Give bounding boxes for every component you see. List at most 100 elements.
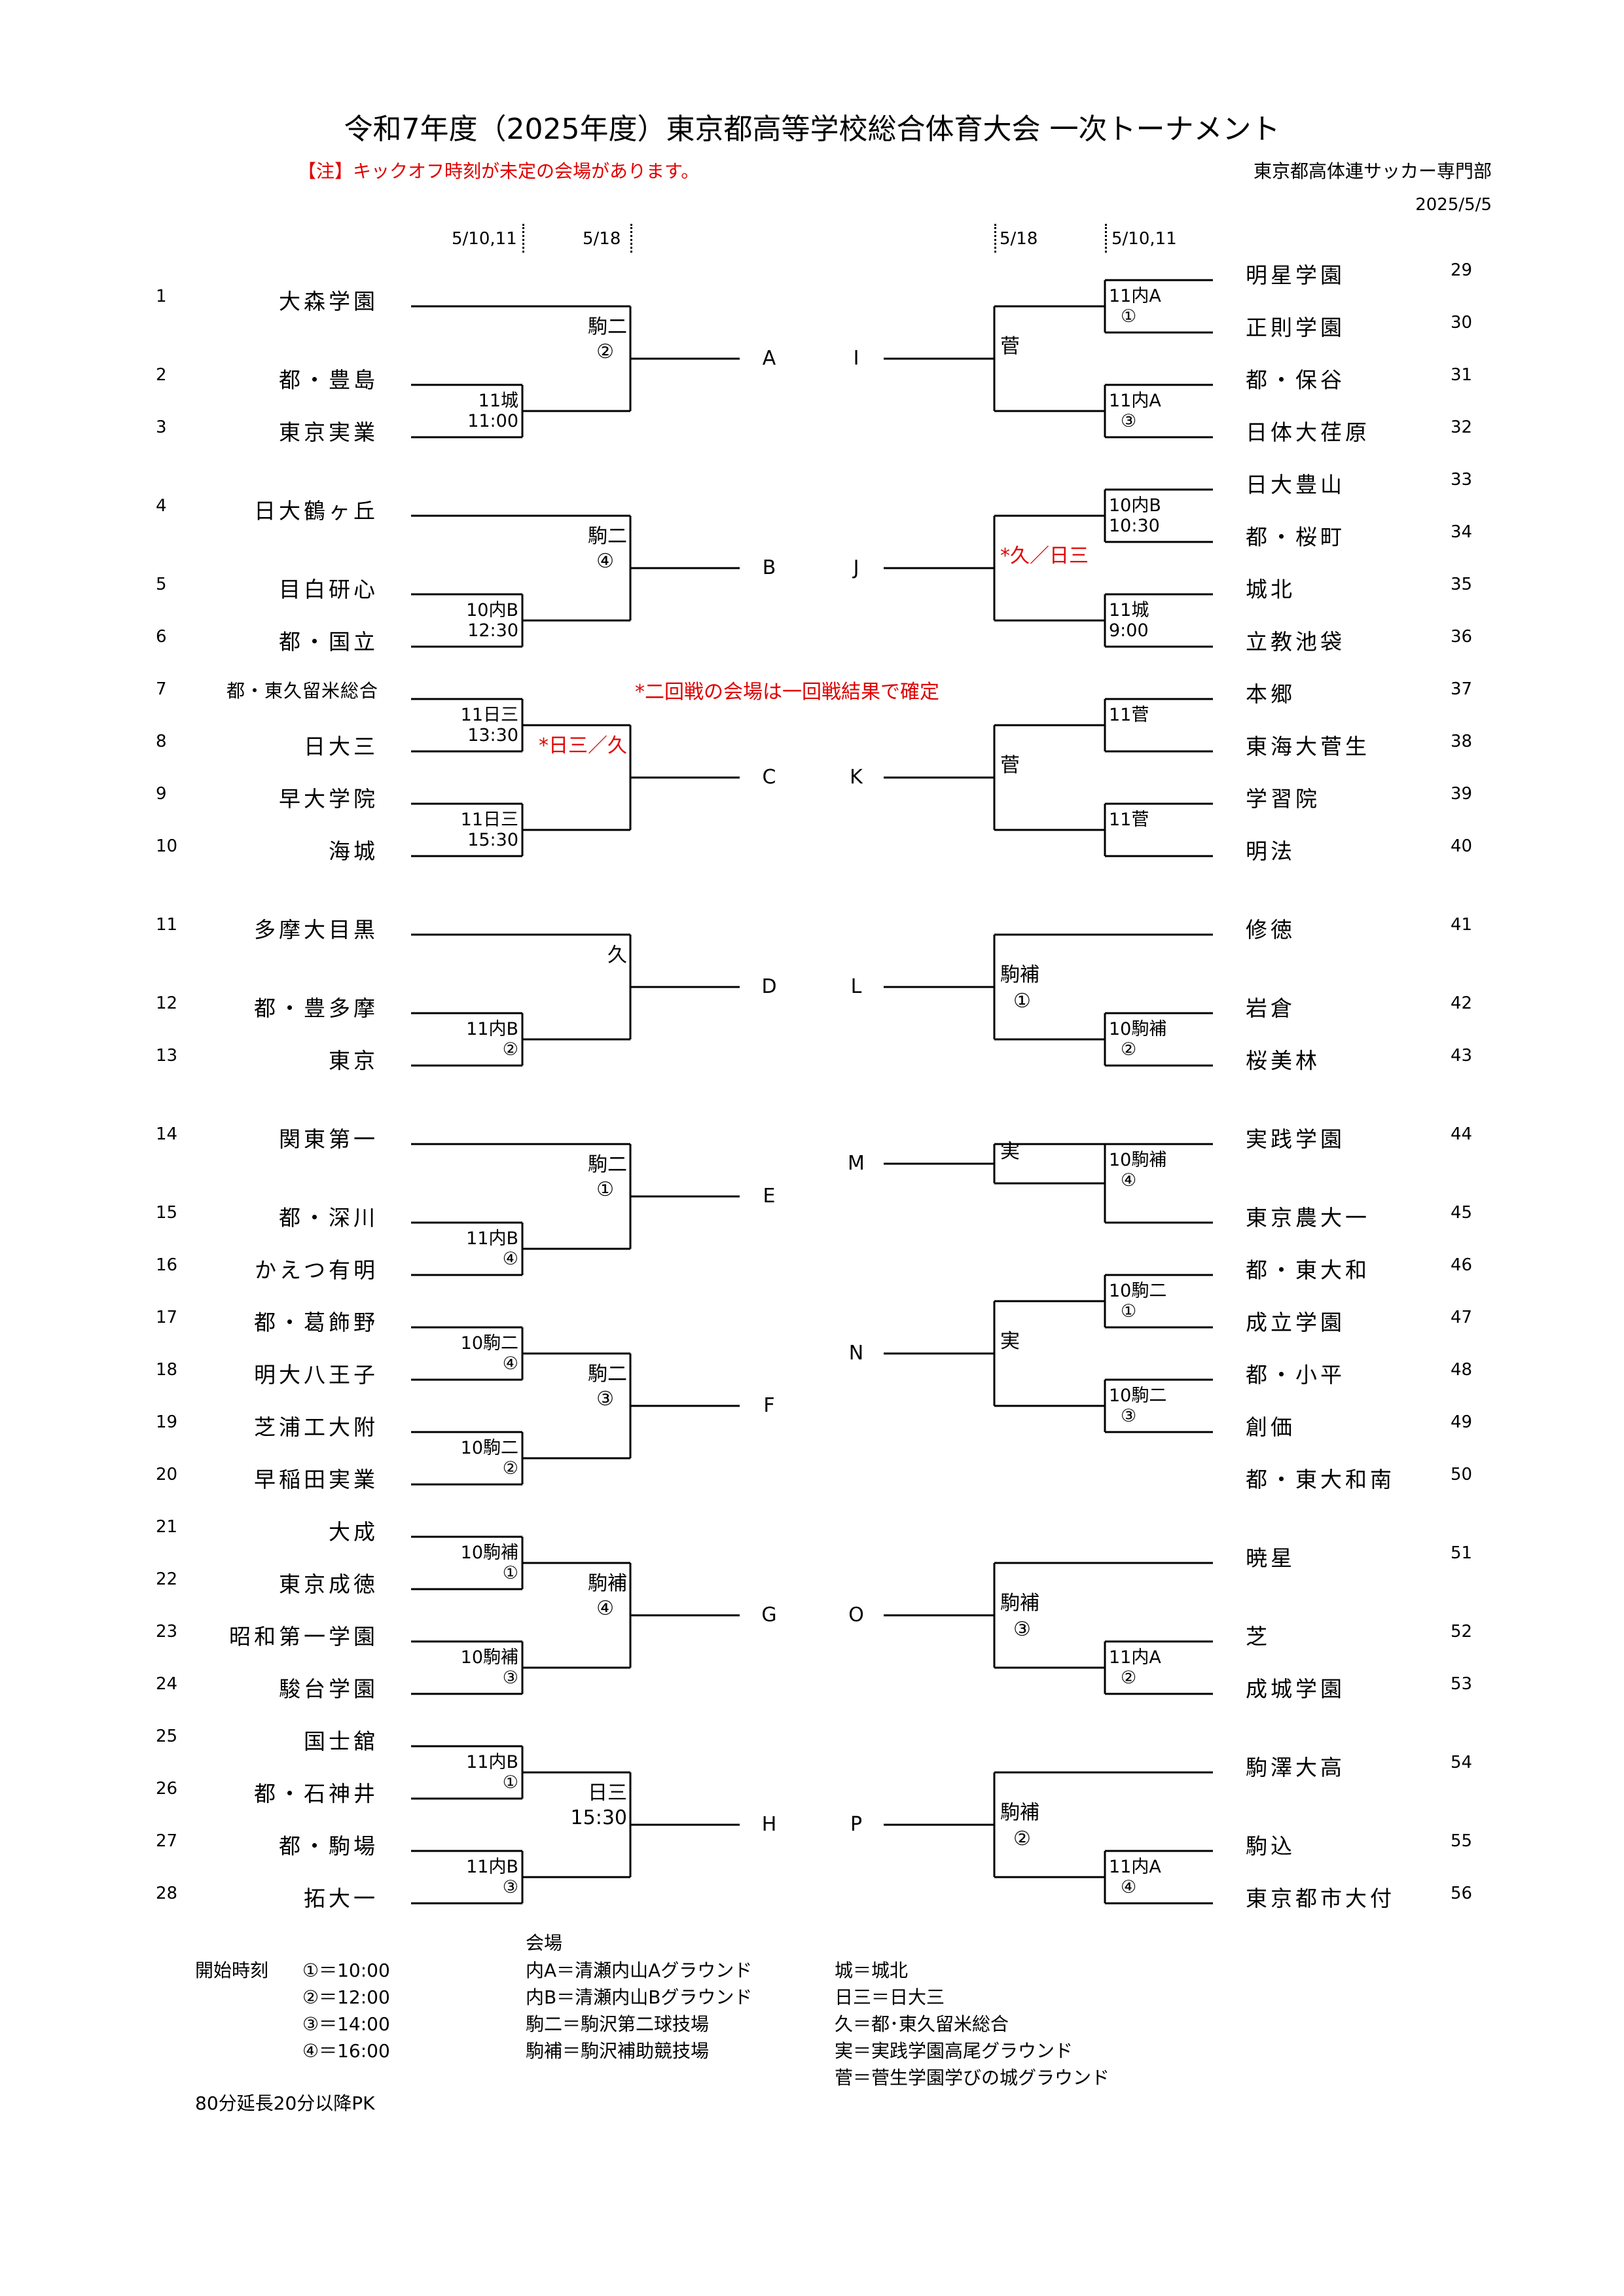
team-name: 成立学園 bbox=[1246, 1310, 1345, 1335]
team-number: 14 bbox=[156, 1124, 178, 1144]
date-divider bbox=[994, 224, 996, 253]
team-name: かえつ有明 bbox=[254, 1257, 378, 1283]
team-number: 35 bbox=[1451, 575, 1473, 594]
second-round-venue: 駒二 bbox=[588, 315, 627, 338]
block-letter: P bbox=[850, 1813, 863, 1836]
round1-date-left: 5/10,11 bbox=[452, 229, 517, 249]
first-round-venue: 11菅 bbox=[1109, 705, 1149, 725]
venue-item: 城＝城北 bbox=[835, 1960, 909, 1981]
first-round-venue: 10駒補 bbox=[1109, 1150, 1167, 1170]
team-number: 24 bbox=[156, 1674, 178, 1694]
first-round-time: 12:30 bbox=[467, 620, 518, 641]
venue-item: 内A＝清瀬内山Aグラウンド bbox=[526, 1960, 753, 1981]
team-name: 日大鶴ヶ丘 bbox=[254, 498, 378, 524]
team-number: 43 bbox=[1451, 1046, 1473, 1066]
team-number: 17 bbox=[156, 1308, 178, 1327]
team-name: 成城学園 bbox=[1246, 1676, 1345, 1702]
team-name: 日大豊山 bbox=[1246, 472, 1345, 497]
block-letter: N bbox=[848, 1342, 864, 1365]
second-round-venue: 駒二 bbox=[588, 525, 627, 548]
kickoff-note: 【注】キックオフ時刻が未定の会場があります。 bbox=[298, 160, 700, 182]
second-round-time: 15:30 bbox=[570, 1806, 627, 1829]
first-round-time: ② bbox=[502, 1039, 518, 1060]
team-number: 28 bbox=[156, 1884, 178, 1903]
team-number: 33 bbox=[1451, 470, 1473, 490]
team-name: 都・葛飾野 bbox=[254, 1310, 378, 1335]
team-number: 34 bbox=[1451, 522, 1473, 542]
time-1: ①＝10:00 bbox=[302, 1960, 390, 1981]
team-name: 駒込 bbox=[1246, 1833, 1295, 1859]
team-name: 暁星 bbox=[1246, 1545, 1295, 1571]
team-number: 18 bbox=[156, 1360, 178, 1380]
first-round-venue: 10内B bbox=[1109, 495, 1161, 516]
time-3: ③＝14:00 bbox=[302, 2013, 390, 2035]
team-number: 51 bbox=[1451, 1543, 1473, 1563]
team-number: 38 bbox=[1451, 732, 1473, 751]
team-name: 本郷 bbox=[1246, 681, 1295, 707]
team-number: 53 bbox=[1451, 1674, 1473, 1694]
first-round-time: ① bbox=[1121, 1301, 1137, 1321]
team-name: 岩倉 bbox=[1246, 996, 1295, 1021]
team-number: 37 bbox=[1451, 679, 1473, 699]
round2-date-left: 5/18 bbox=[583, 229, 621, 249]
first-round-time: ③ bbox=[502, 1877, 518, 1897]
team-name: 創価 bbox=[1246, 1414, 1295, 1440]
first-round-time: 10:30 bbox=[1109, 516, 1160, 536]
team-name: 明大八王子 bbox=[254, 1362, 378, 1388]
team-name: 国士舘 bbox=[304, 1729, 378, 1754]
team-name: 明星学園 bbox=[1246, 262, 1345, 288]
first-round-venue: 11内B bbox=[466, 1229, 518, 1249]
block-letter: I bbox=[853, 347, 859, 370]
team-name: 都・東大和 bbox=[1246, 1257, 1370, 1283]
first-round-time: ② bbox=[1121, 1039, 1137, 1060]
team-number: 29 bbox=[1451, 260, 1473, 280]
first-round-time: ① bbox=[1121, 306, 1137, 327]
team-number: 30 bbox=[1451, 313, 1473, 332]
block-letter: J bbox=[853, 556, 859, 579]
second-round-venue: 実 bbox=[1000, 1330, 1020, 1353]
venue-item: 駒補＝駒沢補助競技場 bbox=[526, 2040, 710, 2062]
team-name: 大成 bbox=[329, 1519, 378, 1545]
first-round-time: ① bbox=[502, 1772, 518, 1793]
time-2: ②＝12:00 bbox=[302, 1986, 390, 2008]
team-name: 海城 bbox=[329, 838, 378, 864]
first-round-time: ③ bbox=[502, 1668, 518, 1688]
time-4: ④＝16:00 bbox=[302, 2040, 390, 2062]
team-number: 5 bbox=[156, 575, 167, 594]
team-name: 早稲田実業 bbox=[254, 1467, 378, 1492]
first-round-venue: 10駒二 bbox=[1109, 1386, 1167, 1406]
second-round-venue: 菅 bbox=[1000, 754, 1020, 777]
first-round-venue: 11内A bbox=[1109, 286, 1161, 306]
block-letter: C bbox=[762, 766, 776, 789]
issue-date: 2025/5/5 bbox=[1415, 195, 1492, 215]
team-number: 36 bbox=[1451, 627, 1473, 647]
team-name: 芝 bbox=[1246, 1624, 1271, 1649]
first-round-venue: 10駒二 bbox=[1109, 1281, 1167, 1301]
team-name: 芝浦工大附 bbox=[254, 1414, 378, 1440]
first-round-venue: 11日三 bbox=[460, 705, 518, 725]
team-number: 48 bbox=[1451, 1360, 1473, 1380]
first-round-time: ① bbox=[502, 1563, 518, 1583]
second-round-venue: 菅 bbox=[1000, 335, 1020, 358]
first-round-time: ② bbox=[1121, 1668, 1137, 1688]
first-round-venue: 11菅 bbox=[1109, 810, 1149, 830]
first-round-venue: 11内B bbox=[466, 1857, 518, 1877]
first-round-venue: 11城 bbox=[1109, 600, 1149, 620]
second-round-venue: 久 bbox=[607, 944, 627, 967]
team-name: 都・東久留米総合 bbox=[226, 680, 378, 702]
team-name: 東海大菅生 bbox=[1246, 734, 1370, 759]
team-number: 6 bbox=[156, 627, 167, 647]
team-name: 都・石神井 bbox=[254, 1781, 378, 1806]
team-number: 32 bbox=[1451, 418, 1473, 437]
team-name: 都・豊多摩 bbox=[254, 996, 378, 1021]
team-number: 13 bbox=[156, 1046, 178, 1066]
block-letter: L bbox=[850, 975, 862, 998]
block-letter: E bbox=[763, 1185, 776, 1208]
team-number: 45 bbox=[1451, 1203, 1473, 1223]
first-round-venue: 10駒二 bbox=[460, 1438, 518, 1458]
team-name: 東京都市大付 bbox=[1246, 1886, 1395, 1911]
second-round-time: ④ bbox=[596, 1597, 614, 1620]
first-round-time: ② bbox=[502, 1458, 518, 1479]
team-name: 拓大一 bbox=[304, 1886, 378, 1911]
